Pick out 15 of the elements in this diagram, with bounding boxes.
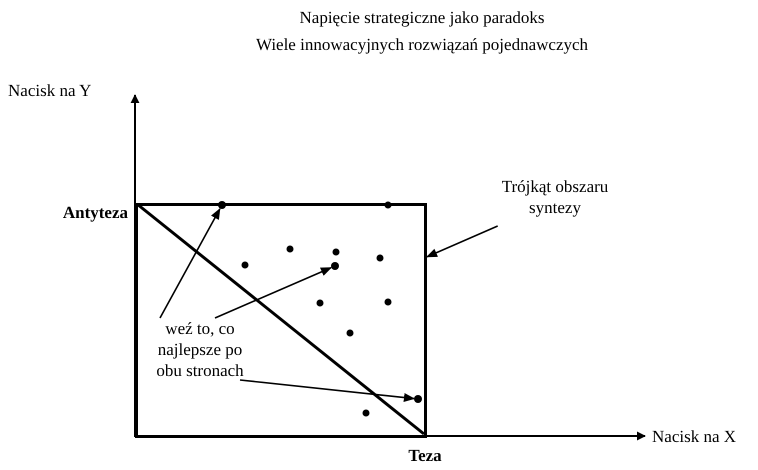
subtitle: Wiele innowacyjnych rozwiązań pojednawczych — [256, 35, 588, 55]
data-point — [218, 201, 226, 209]
data-point — [331, 262, 339, 270]
axis-end-label: Teza — [408, 446, 442, 466]
arrow — [426, 225, 498, 258]
arrow — [159, 208, 220, 318]
annotation-text: weź to, co najlepsze po obu stronach — [150, 318, 250, 380]
title: Napięcie strategiczne jako paradoks — [300, 8, 544, 28]
data-point — [414, 395, 422, 403]
arrow — [214, 267, 332, 319]
axis-label: Nacisk na Y — [8, 81, 92, 101]
axis-label: Nacisk na X — [652, 427, 736, 447]
arrow — [240, 379, 416, 402]
annotation-text: Trójkąt obszaru syntezy — [490, 176, 620, 226]
axis-end-label: Antyteza — [62, 203, 128, 223]
